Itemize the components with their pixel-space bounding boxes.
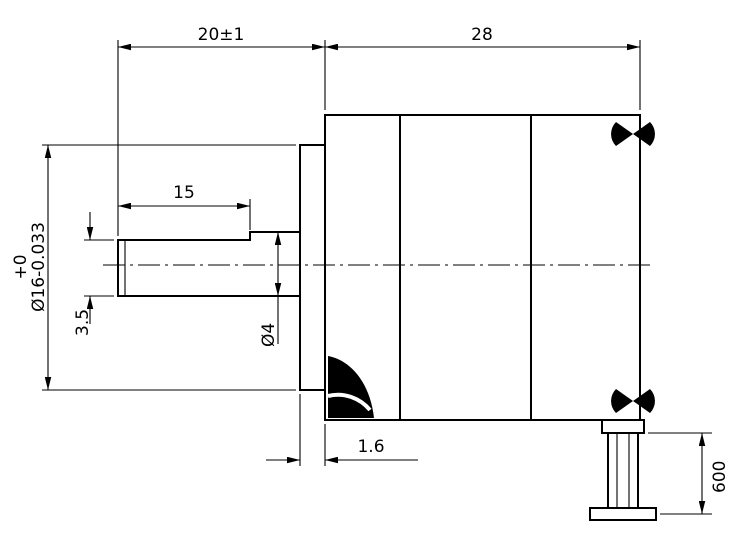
dim-body-length: 28 xyxy=(325,25,641,110)
mount-screw-bottom-icon xyxy=(611,389,655,413)
cable-gland-outline xyxy=(601,419,645,434)
dim-shaft-extension-label: 20±1 xyxy=(198,25,245,45)
motor-body-outline xyxy=(324,114,641,421)
screw-lobe-left-icon xyxy=(611,122,633,146)
dim-pilot-tolerance-label: +0 xyxy=(11,254,31,279)
corner-section xyxy=(327,356,374,418)
dim-pilot-height: 1.6 xyxy=(266,394,418,466)
shaft xyxy=(117,231,301,297)
dim-flat-length: 15 xyxy=(118,183,251,230)
dim-lead-length-label: 600 xyxy=(710,461,730,493)
dim-flat-length-label: 15 xyxy=(173,183,195,203)
dim-pilot-diameter-label: Ø16-0.033 xyxy=(29,222,49,312)
screw-lobe-right-icon xyxy=(633,122,655,146)
dim-pilot-height-label: 1.6 xyxy=(357,437,384,457)
mount-screw-top-icon xyxy=(611,122,655,146)
dim-shaft-diameter-label: Ø4 xyxy=(259,323,279,347)
dim-lead-length: 600 xyxy=(648,432,730,515)
pilot-boss-outline xyxy=(299,144,326,391)
cable-outline xyxy=(607,432,639,509)
connector-outline xyxy=(589,507,657,521)
motor-body xyxy=(299,114,641,421)
screw-lobe-left-icon xyxy=(611,389,633,413)
dim-body-length-label: 28 xyxy=(471,25,493,45)
screw-lobe-right-icon xyxy=(633,389,655,413)
dim-shaft-extension: 20±1 xyxy=(117,25,326,236)
dim-shaft-diameter: Ø4 xyxy=(259,232,282,347)
corner-section-highlight xyxy=(327,392,372,412)
dim-flat-thickness-label: 3.5 xyxy=(73,309,93,336)
lead-wire xyxy=(589,419,657,521)
dim-pilot-diameter: +0 Ø16-0.033 xyxy=(11,144,296,391)
dim-flat-thickness: 3.5 xyxy=(73,212,114,336)
